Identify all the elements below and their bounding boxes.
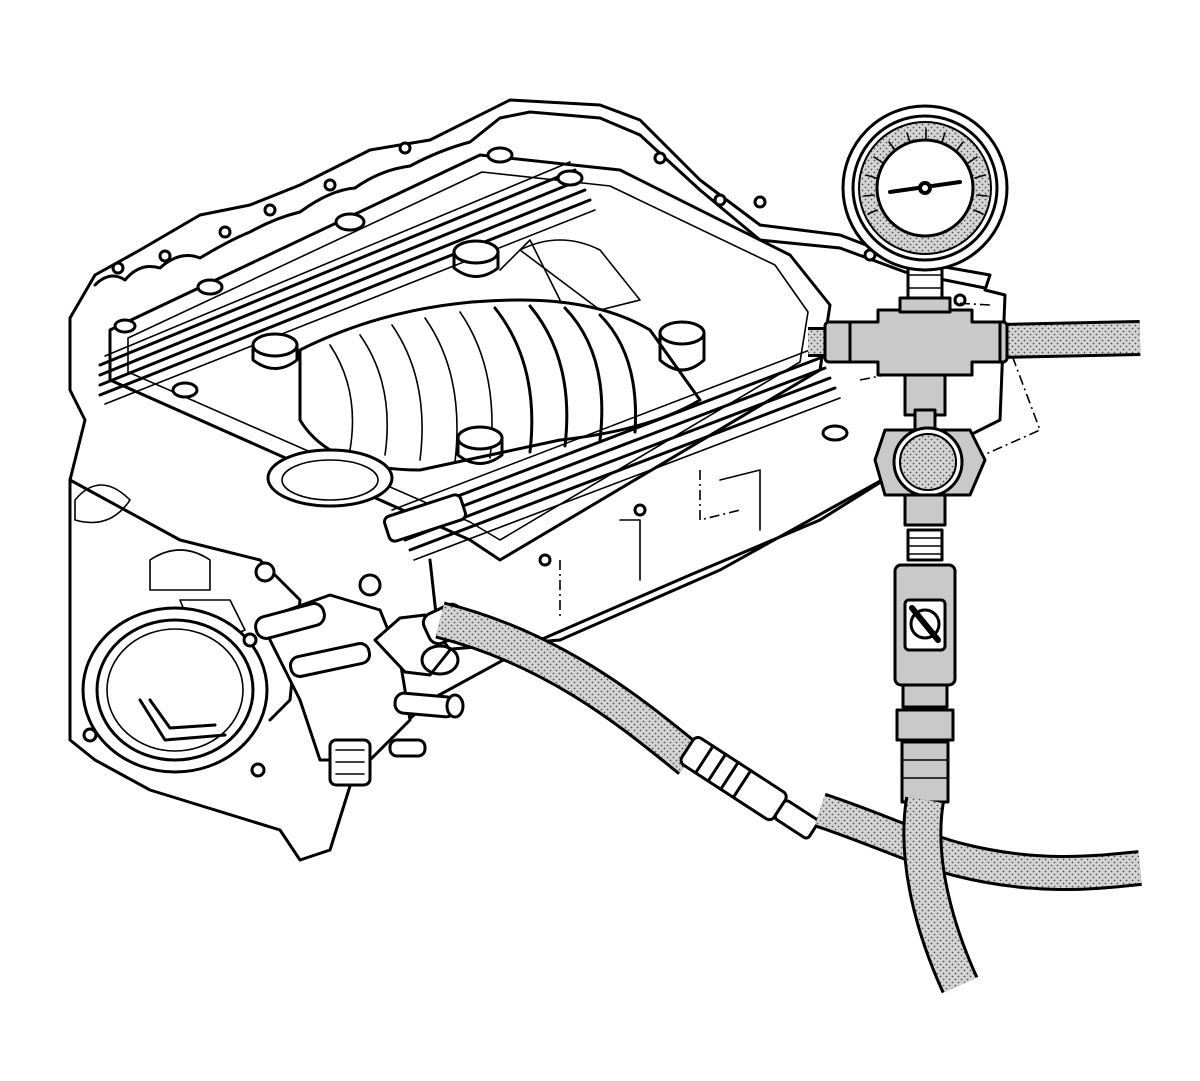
bleed-valve-drawing <box>873 426 987 804</box>
drain-hose <box>902 796 979 994</box>
mounting-bosses <box>113 146 849 465</box>
throttle-body-drawing <box>81 606 269 778</box>
cross-fitting-drawing <box>808 296 1141 432</box>
hose-to-engine <box>435 601 1142 891</box>
left-fuel-rail <box>98 161 596 405</box>
right-fuel-rail <box>383 347 841 561</box>
rim-bolts <box>111 141 967 567</box>
